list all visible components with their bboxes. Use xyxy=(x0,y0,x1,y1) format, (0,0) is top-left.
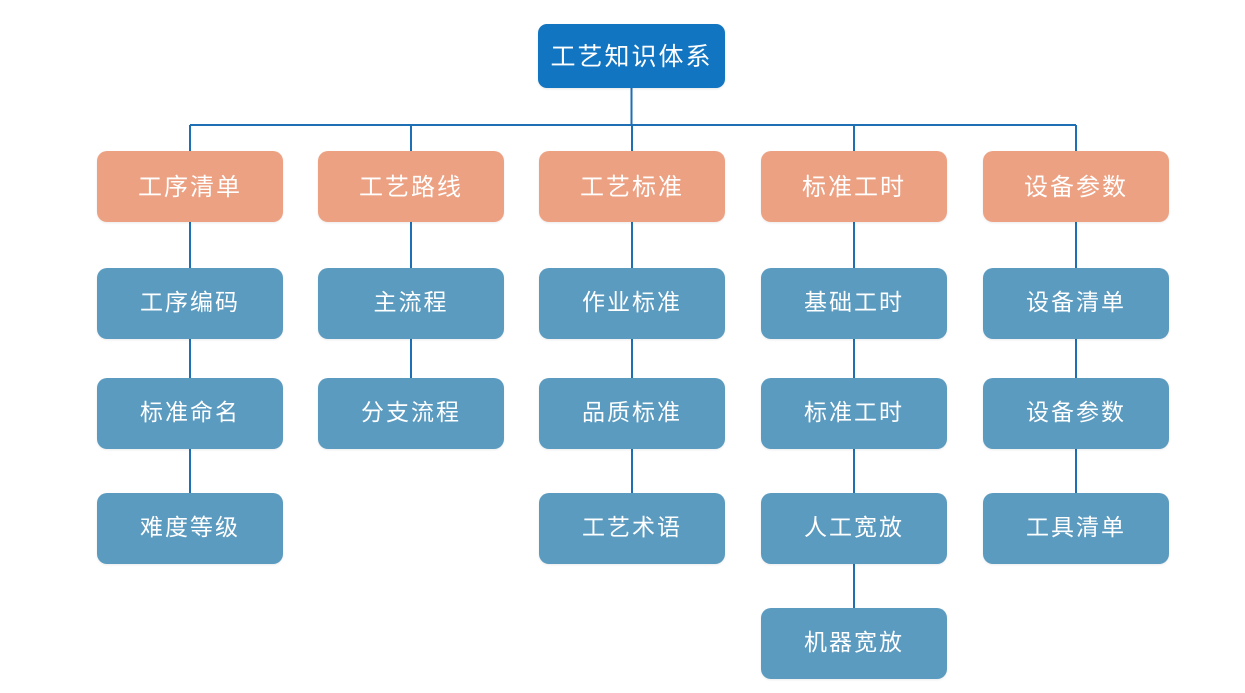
leaf-node-4-0[interactable]: 设备清单 xyxy=(983,268,1169,339)
root-node[interactable]: 工艺知识体系 xyxy=(538,24,725,88)
category-node-3-label: 标准工时 xyxy=(802,172,906,201)
leaf-node-4-2[interactable]: 工具清单 xyxy=(983,493,1169,564)
category-node-2[interactable]: 工艺标准 xyxy=(539,151,725,222)
leaf-node-0-2[interactable]: 难度等级 xyxy=(97,493,283,564)
leaf-node-2-1-label: 品质标准 xyxy=(582,400,682,426)
leaf-node-2-2-label: 工艺术语 xyxy=(582,515,682,541)
leaf-node-3-1-label: 标准工时 xyxy=(804,400,904,426)
leaf-node-0-1-label: 标准命名 xyxy=(140,400,240,426)
category-node-1[interactable]: 工艺路线 xyxy=(318,151,504,222)
leaf-node-3-3[interactable]: 机器宽放 xyxy=(761,608,947,679)
leaf-node-2-0[interactable]: 作业标准 xyxy=(539,268,725,339)
leaf-node-1-0[interactable]: 主流程 xyxy=(318,268,504,339)
leaf-node-0-1[interactable]: 标准命名 xyxy=(97,378,283,449)
leaf-node-4-1-label: 设备参数 xyxy=(1026,400,1126,426)
leaf-node-0-0-label: 工序编码 xyxy=(140,290,240,316)
category-node-1-label: 工艺路线 xyxy=(359,172,463,201)
leaf-node-2-2[interactable]: 工艺术语 xyxy=(539,493,725,564)
leaf-node-3-2-label: 人工宽放 xyxy=(804,515,904,541)
leaf-node-3-0-label: 基础工时 xyxy=(804,290,904,316)
leaf-node-3-0[interactable]: 基础工时 xyxy=(761,268,947,339)
leaf-node-4-2-label: 工具清单 xyxy=(1026,515,1126,541)
leaf-node-1-1-label: 分支流程 xyxy=(361,400,461,426)
root-node-label: 工艺知识体系 xyxy=(550,41,713,71)
leaf-node-4-0-label: 设备清单 xyxy=(1026,290,1126,316)
category-node-4-label: 设备参数 xyxy=(1024,172,1128,201)
leaf-node-3-1[interactable]: 标准工时 xyxy=(761,378,947,449)
leaf-node-1-0-label: 主流程 xyxy=(373,290,449,316)
leaf-node-0-0[interactable]: 工序编码 xyxy=(97,268,283,339)
leaf-node-3-3-label: 机器宽放 xyxy=(804,630,904,656)
leaf-node-2-0-label: 作业标准 xyxy=(582,290,682,316)
leaf-node-0-2-label: 难度等级 xyxy=(140,515,240,541)
leaf-node-1-1[interactable]: 分支流程 xyxy=(318,378,504,449)
category-node-0[interactable]: 工序清单 xyxy=(97,151,283,222)
category-node-4[interactable]: 设备参数 xyxy=(983,151,1169,222)
category-node-0-label: 工序清单 xyxy=(138,172,242,201)
category-node-2-label: 工艺标准 xyxy=(580,172,684,201)
leaf-node-2-1[interactable]: 品质标准 xyxy=(539,378,725,449)
leaf-node-3-2[interactable]: 人工宽放 xyxy=(761,493,947,564)
category-node-3[interactable]: 标准工时 xyxy=(761,151,947,222)
leaf-node-4-1[interactable]: 设备参数 xyxy=(983,378,1169,449)
